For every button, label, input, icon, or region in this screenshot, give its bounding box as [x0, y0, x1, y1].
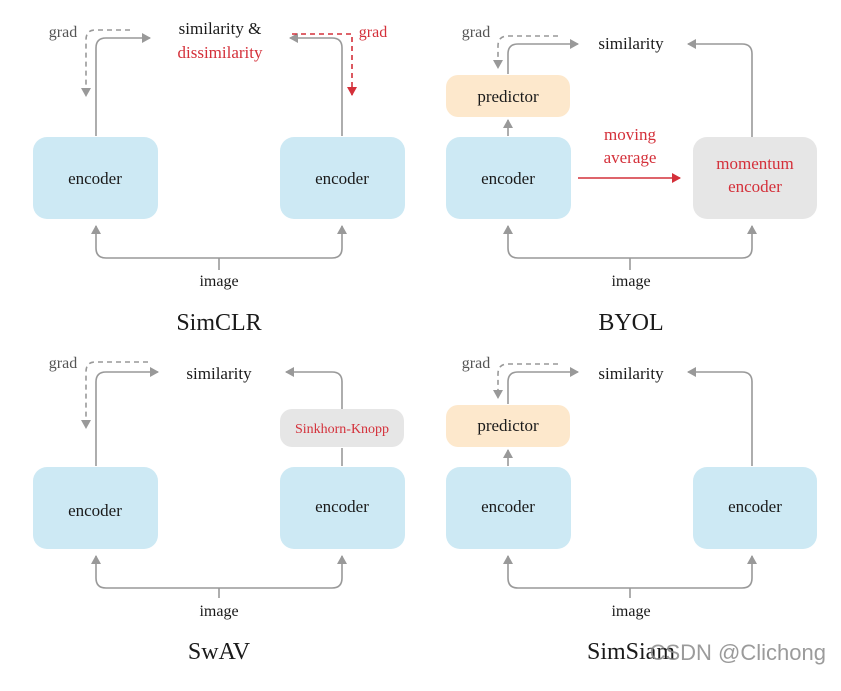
byol-moving-label: moving — [604, 125, 656, 144]
simsiam-grad-arrow — [493, 363, 558, 399]
swav-encoder-right-label: encoder — [315, 497, 369, 516]
simsiam-grad-label: grad — [462, 355, 490, 372]
swav-sinkhorn-label: Sinkhorn-Knopp — [295, 422, 389, 437]
simclr-grad-right-label: grad — [359, 24, 387, 41]
byol-momentum-encoder-box — [693, 137, 817, 219]
byol-predictor-up-arrow — [507, 39, 579, 74]
simclr-dissimilarity-label: dissimilarity — [178, 43, 264, 62]
byol-encoder-box — [446, 137, 571, 219]
simclr-encoder-left-box — [33, 137, 158, 219]
byol-encoder-label: encoder — [481, 169, 535, 188]
byol-momentum-label-1: momentum — [716, 154, 793, 173]
simsiam-encoder-left-label: encoder — [481, 497, 535, 516]
swav-encoder-right-box — [280, 467, 405, 549]
byol-image-label: image — [611, 273, 650, 290]
simsiam-right-up-arrow — [687, 367, 753, 466]
simclr-panel: encoder encoder similarity & dissimilari… — [33, 19, 405, 336]
swav-encoder-left-label: encoder — [68, 501, 122, 520]
swav-image-right-arrow — [219, 555, 347, 589]
simsiam-predictor-up-arrow — [507, 367, 579, 404]
byol-image-right-arrow — [630, 225, 757, 259]
simclr-title: SimCLR — [176, 310, 261, 336]
simclr-image-left-arrow — [91, 225, 219, 259]
byol-momentum-label-2: encoder — [728, 177, 782, 196]
swav-left-up-arrow — [95, 367, 159, 466]
simsiam-predictor-box — [446, 405, 570, 447]
simclr-encoder-left-label: encoder — [68, 169, 122, 188]
simsiam-predictor-label: predictor — [477, 416, 539, 435]
byol-title: BYOL — [598, 310, 663, 336]
byol-image-left-arrow — [503, 225, 630, 259]
swav-image-left-arrow — [91, 555, 219, 589]
swav-sinkhorn-up-arrow — [285, 367, 343, 410]
simclr-grad-left-arrow — [81, 29, 130, 97]
byol-predictor-box — [446, 75, 570, 117]
simsiam-image-left-arrow — [503, 555, 630, 589]
byol-average-label: average — [604, 148, 657, 167]
swav-similarity-label: similarity — [186, 364, 252, 383]
simsiam-similarity-label: similarity — [598, 364, 664, 383]
simclr-right-up-arrow — [289, 33, 343, 136]
byol-grad-label: grad — [462, 24, 490, 41]
simsiam-encoder-left-box — [446, 467, 571, 549]
simclr-encoder-right-box — [280, 137, 405, 219]
simclr-similarity-label: similarity & — [179, 19, 262, 38]
simclr-grad-right-arrow — [292, 33, 357, 96]
simclr-image-right-arrow — [219, 225, 347, 259]
swav-title: SwAV — [188, 639, 251, 665]
swav-sinkhorn-box — [280, 409, 404, 447]
swav-image-label: image — [199, 603, 238, 620]
byol-momentum-up-arrow — [687, 39, 753, 160]
swav-panel: encoder encoder Sinkhorn-Knopp similarit… — [33, 355, 405, 665]
simsiam-panel: predictor encoder encoder similarity gra… — [446, 355, 817, 665]
simsiam-encoder-right-box — [693, 467, 817, 549]
byol-panel: predictor encoder momentum encoder movin… — [446, 24, 817, 336]
csdn-watermark: CSDN @Clichong — [650, 640, 826, 665]
swav-grad-label: grad — [49, 355, 77, 372]
simclr-grad-left-label: grad — [49, 24, 77, 41]
simclr-image-label: image — [199, 273, 238, 290]
byol-similarity-label: similarity — [598, 34, 664, 53]
simclr-encoder-right-label: encoder — [315, 169, 369, 188]
simsiam-title: SimSiam — [587, 639, 675, 665]
simsiam-encoder-right-label: encoder — [728, 497, 782, 516]
simsiam-image-label: image — [611, 603, 650, 620]
simclr-left-up-arrow — [95, 33, 151, 136]
simsiam-image-right-arrow — [630, 555, 757, 589]
byol-predictor-label: predictor — [477, 87, 539, 106]
byol-grad-arrow — [493, 35, 558, 69]
swav-encoder-left-box — [33, 467, 158, 549]
